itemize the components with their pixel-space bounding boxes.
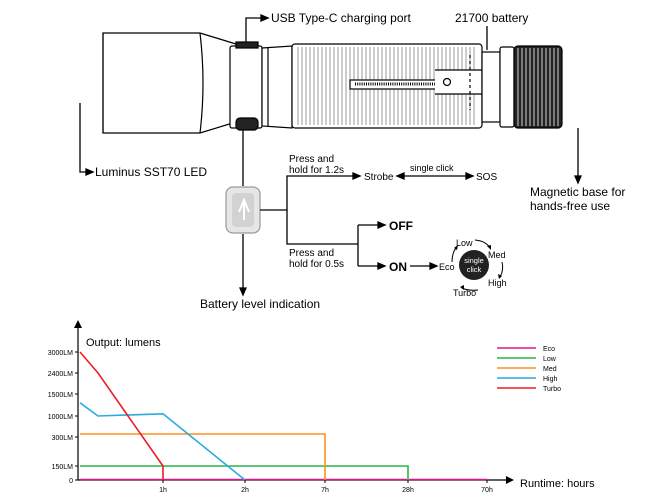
single-click-label: single click (410, 163, 454, 173)
legend-label-low: Low (543, 356, 557, 363)
on-label: ON (389, 260, 407, 274)
y-tick-label: 1500LM (48, 392, 73, 399)
series-line-med (80, 433, 326, 480)
x-tick-label: 28h (402, 487, 414, 494)
flashlight-neck (229, 41, 293, 131)
mode-low: Low (456, 238, 473, 248)
cycle-arrowheads (454, 245, 502, 290)
magnetic-label-line-1: Magnetic base for (530, 185, 625, 199)
short-press-text-2: hold for 0.5s (289, 259, 344, 270)
mode-med: Med (488, 250, 506, 260)
flashlight-head (102, 32, 237, 134)
y-tick-label: 3000LM (48, 350, 73, 357)
center-button-icon (459, 250, 489, 280)
x-tick-label: 7h (321, 487, 329, 494)
center-text-1: single (464, 256, 484, 265)
sos-label: SOS (476, 172, 497, 183)
callout-lines (79, 14, 582, 297)
legend-label-turbo: Turbo (543, 386, 561, 393)
series-line-turbo (79, 351, 164, 480)
switch-button-picture (225, 186, 261, 234)
short-press-text-1: Press and (289, 248, 334, 259)
y-tick-label: 300LM (52, 435, 74, 442)
x-tick-label: 70h (481, 487, 493, 494)
chart-ylabel: Output: lumens (86, 337, 161, 349)
center-text-2: click (467, 265, 482, 274)
long-press-text-1: Press and (289, 154, 334, 165)
mode-eco: Eco (439, 262, 455, 272)
legend-label-high: High (543, 376, 558, 383)
chart-lines (79, 351, 487, 481)
long-press-text-2: hold for 1.2s (289, 165, 344, 176)
flashlight-body (291, 43, 483, 129)
led-label: Luminus SST70 LED (95, 165, 207, 179)
chart-ticks: 0 150LM 300LM 1000LM 1500LM 2400LM 3000LM 1h 2h 7… (48, 350, 493, 494)
y-axis-arrow (74, 320, 82, 328)
x-tick-label: 1h (159, 487, 167, 494)
battery-label: 21700 battery (455, 11, 528, 25)
y-tick-label: 2400LM (48, 371, 73, 378)
legend-label-med: Med (543, 366, 557, 373)
chart-xlabel: Runtime: hours (520, 478, 595, 490)
y-tick-label: 150LM (52, 464, 74, 471)
flashlight-illustration (102, 32, 563, 134)
mode-turbo: Turbo (453, 288, 476, 298)
x-axis-arrow (506, 476, 514, 484)
runtime-chart: 0 150LM 300LM 1000LM 1500LM 2400LM 3000LM 1h 2h 7… (48, 320, 595, 494)
magnetic-label-line-2: hands-free use (530, 199, 610, 213)
ui-flow-lines (260, 172, 475, 270)
strobe-label: Strobe (364, 172, 394, 183)
x-tick-label: 2h (241, 487, 249, 494)
mode-cycle: single click Low Med High Turbo Eco (439, 238, 507, 298)
series-line-high (79, 402, 246, 481)
flashlight-tail (481, 45, 563, 129)
legend-label-eco: Eco (543, 346, 555, 353)
magnetic-label: Magnetic base for hands-free use (530, 185, 629, 213)
y-tick-label: 1000LM (48, 414, 73, 421)
battery-level-label: Battery level indication (200, 297, 320, 311)
off-label: OFF (389, 219, 413, 233)
usb-label: USB Type-C charging port (271, 11, 412, 25)
series-line-low (80, 465, 409, 480)
y-tick-label: 0 (69, 478, 73, 485)
mode-high: High (488, 278, 507, 288)
